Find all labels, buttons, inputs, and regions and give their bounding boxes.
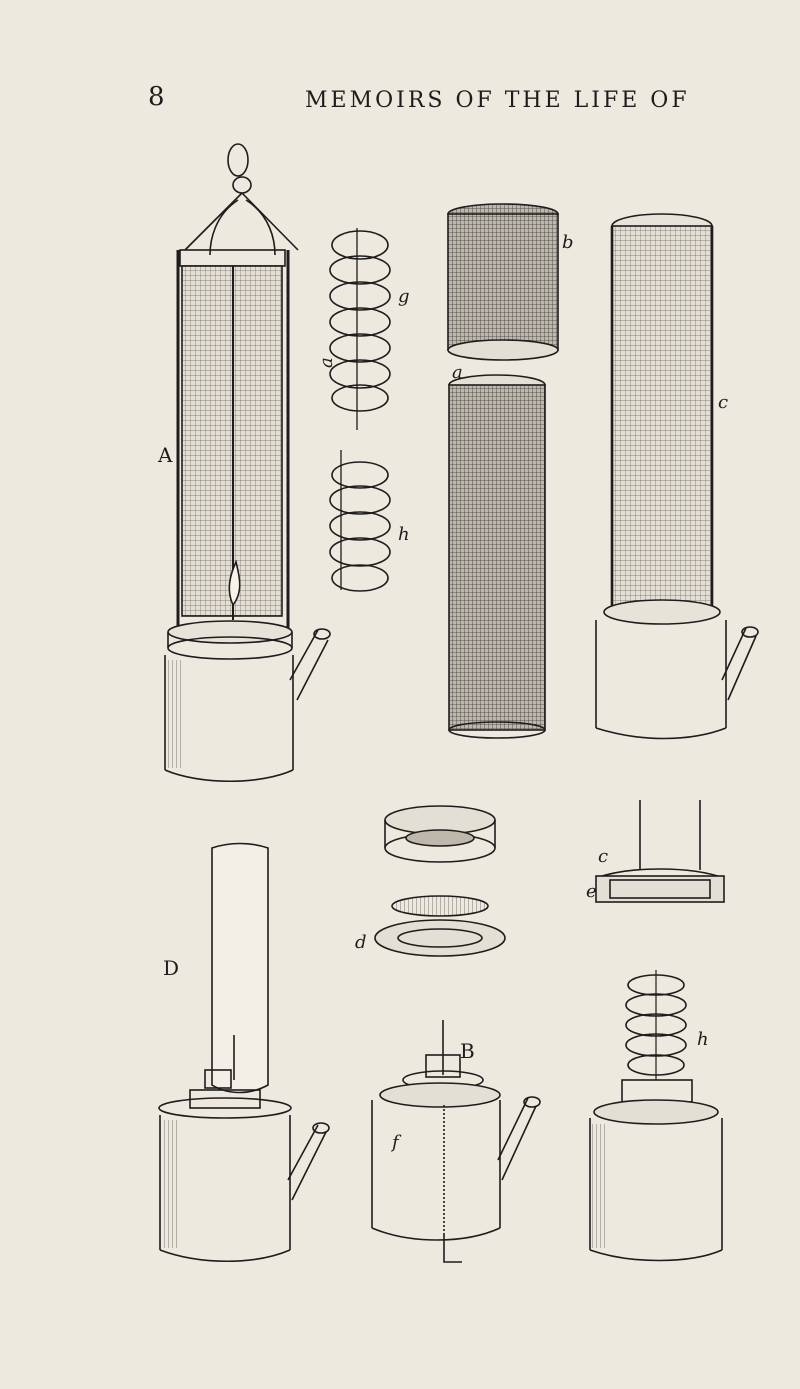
lamp-figure-h [589,970,723,1262]
ring-parts-center [374,805,506,957]
label-D: D [163,956,179,980]
label-b: b [562,232,574,253]
label-a-upper: a [316,357,337,368]
wire-coil-g [329,228,391,430]
lamp-figure-a [164,143,331,783]
label-c-gauze: c [718,392,728,413]
gauze-cylinder-a [448,374,546,739]
label-c-lower: c [598,846,608,867]
lamp-figure-d [158,842,330,1263]
label-e: e [586,881,597,902]
lamp-figure-b [371,1020,541,1263]
gauze-cap-b [447,203,559,361]
chimney-part-c [595,800,725,903]
wire-coil-h-upper [329,450,391,592]
page-number: 8 [148,82,166,112]
label-h-lower: h [697,1029,709,1050]
label-d: d [355,932,367,953]
label-a-gauze: a [452,362,463,383]
label-f: f [390,1132,402,1153]
lamp-figure-c [595,213,759,740]
label-A: A [157,443,173,467]
label-h-upper: h [398,524,410,545]
label-g-upper: g [398,286,410,307]
running-head: MEMOIRS OF THE LIFE OF [305,88,690,113]
label-B: B [460,1039,475,1063]
